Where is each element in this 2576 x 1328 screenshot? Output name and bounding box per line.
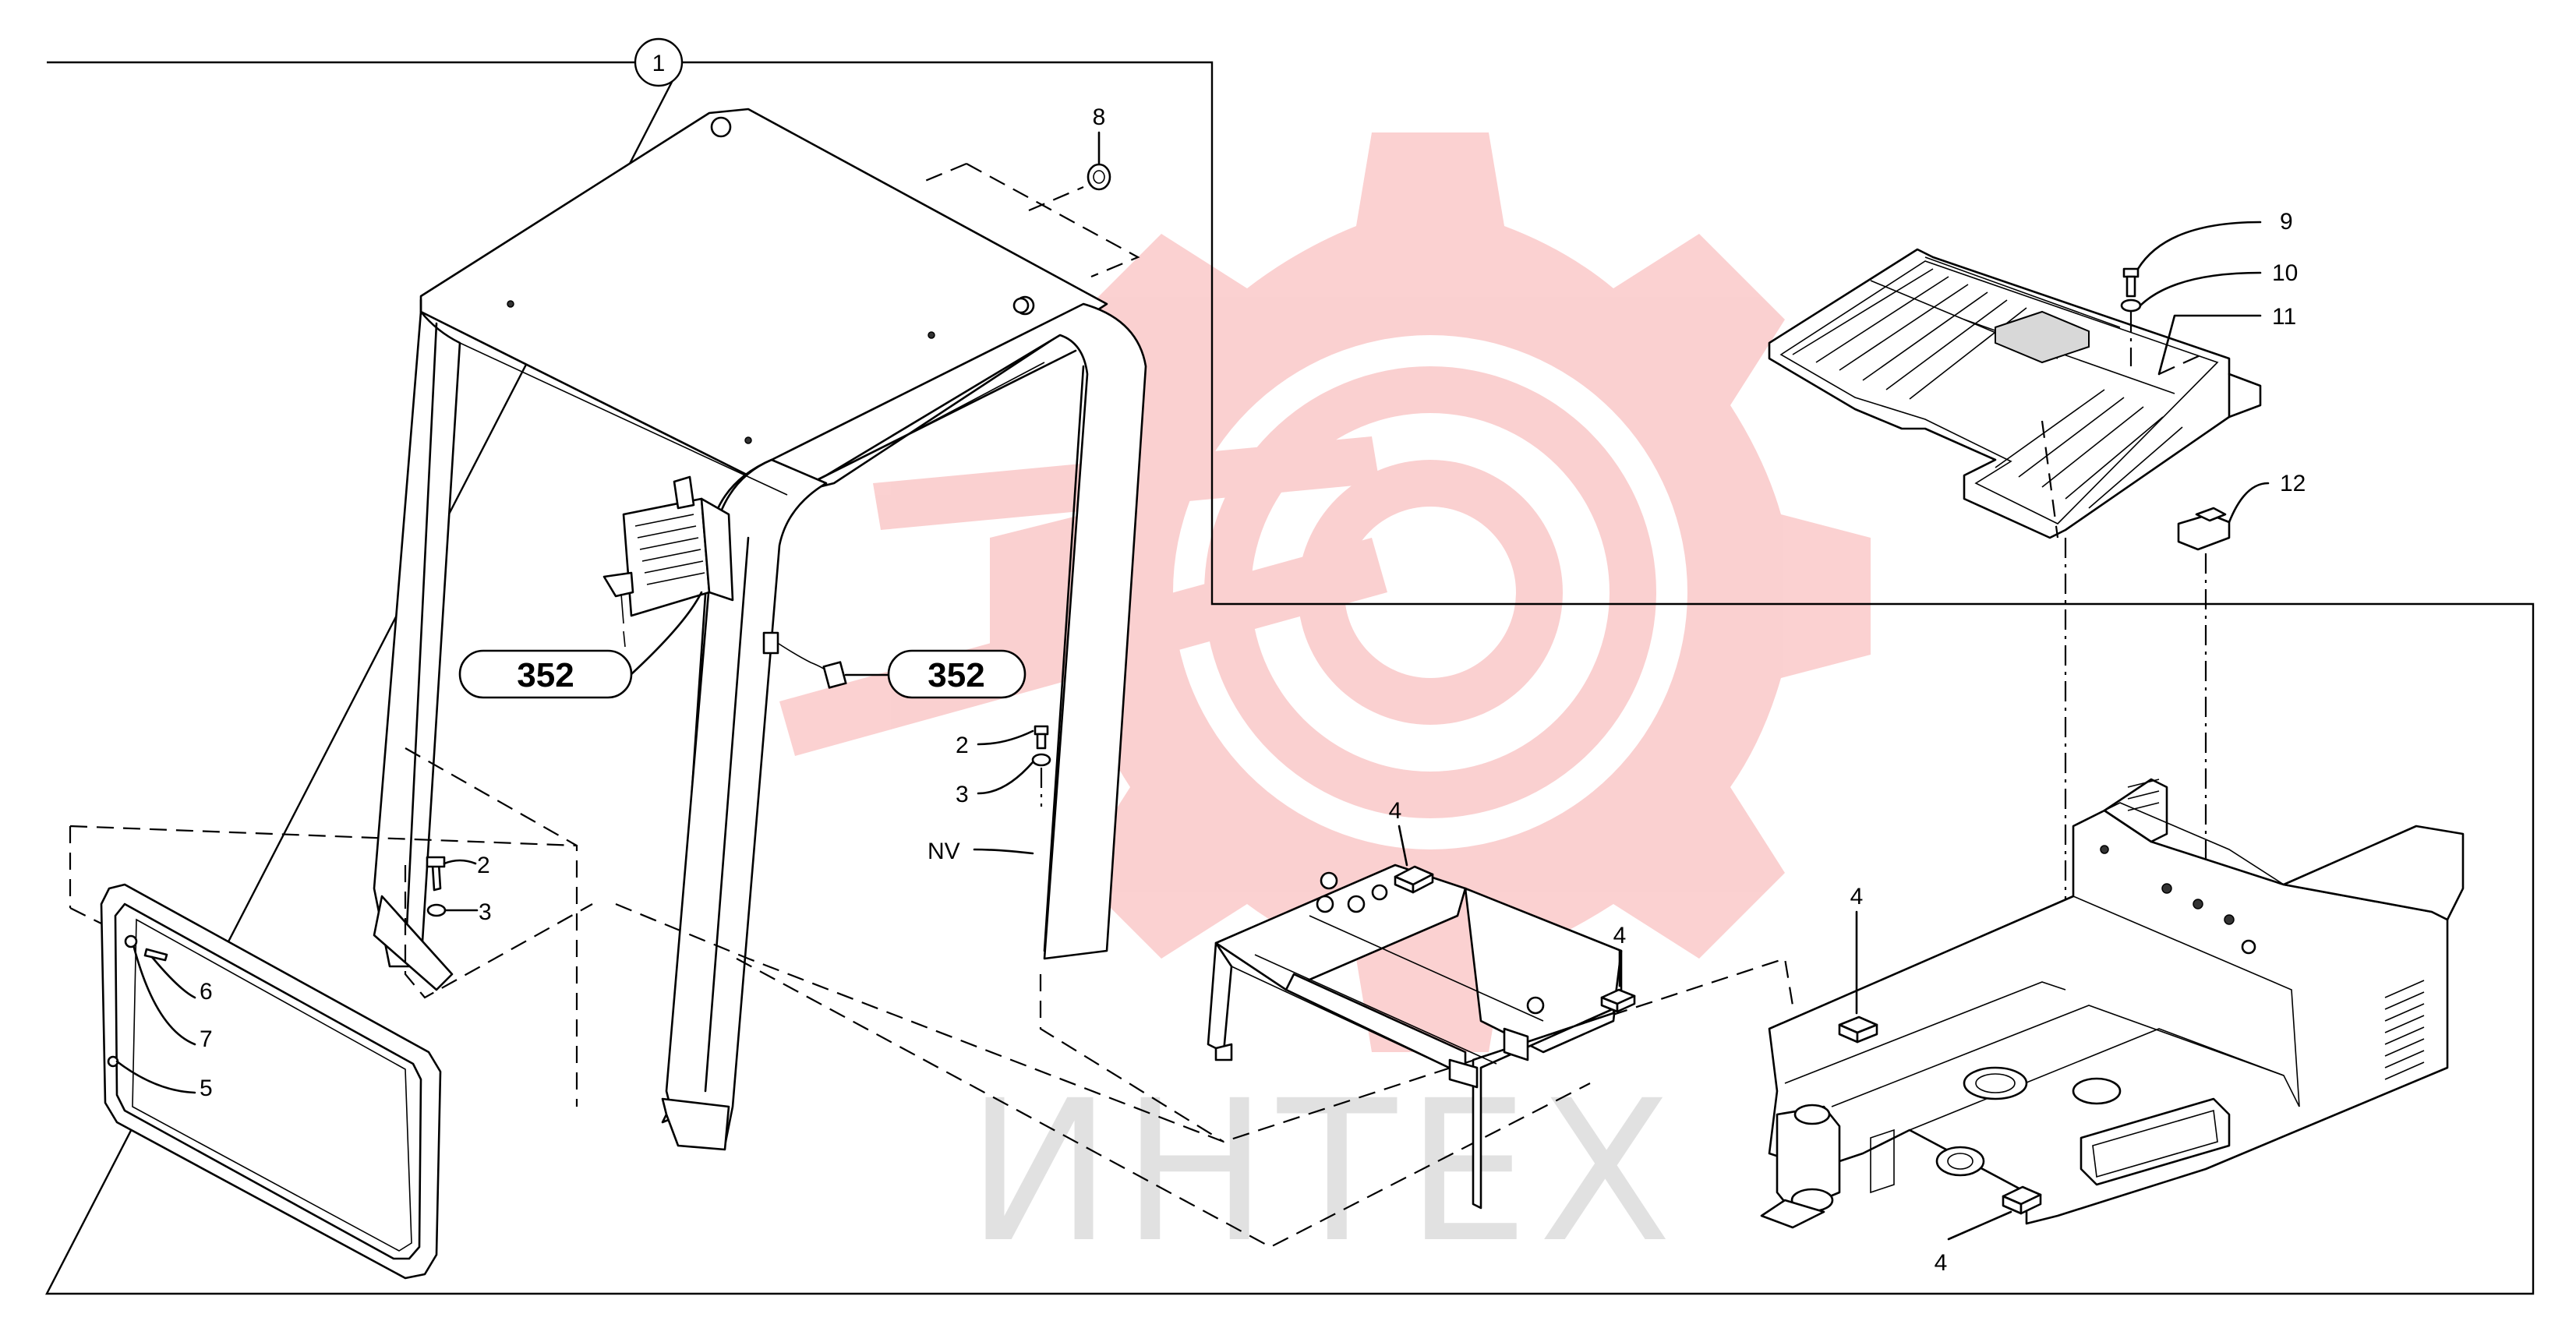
floor-plate bbox=[1768, 248, 2262, 539]
reference-badge-352-right: 352 bbox=[844, 649, 1027, 699]
svg-text:352: 352 bbox=[928, 656, 984, 694]
canopy-frame bbox=[373, 108, 1147, 1151]
bolt-washer-right: 2 3 NV bbox=[928, 725, 1051, 864]
callout-8: 8 bbox=[1093, 104, 1106, 130]
group-1-label: 1 bbox=[652, 51, 666, 76]
group-1-frame bbox=[45, 61, 2535, 1295]
callout-4-d: 4 bbox=[1935, 1250, 1948, 1276]
pad-item-4-a: 4 bbox=[1389, 798, 1434, 894]
callout-2-right: 2 bbox=[956, 733, 969, 758]
bolt-item-9: 9 bbox=[2122, 209, 2293, 298]
callout-2-left: 2 bbox=[477, 853, 490, 878]
seat-mount-frame bbox=[1207, 864, 1623, 1210]
floor-callout-11: 11 bbox=[2157, 304, 2296, 376]
callout-4-c: 4 bbox=[1850, 884, 1864, 909]
wiring-connector bbox=[762, 631, 847, 689]
callout-5: 5 bbox=[200, 1075, 213, 1101]
floor-projection bbox=[2041, 353, 2203, 539]
callout-3-right: 3 bbox=[956, 782, 969, 807]
callout-6: 6 bbox=[200, 979, 213, 1005]
callout-nv: NV bbox=[928, 839, 960, 864]
pad-item-4-c: 4 bbox=[1838, 884, 1878, 1044]
callout-4-a: 4 bbox=[1389, 798, 1402, 824]
watermark-text: ИНТЕХ bbox=[966, 1058, 1681, 1285]
grommet-item-8: 8 bbox=[919, 104, 1140, 278]
callout-4-b: 4 bbox=[1613, 923, 1627, 948]
upper-frame-chassis bbox=[1760, 778, 2465, 1229]
mounting-projection-2 bbox=[736, 958, 1591, 1249]
callout-12: 12 bbox=[2280, 471, 2306, 496]
callout-3-left: 3 bbox=[479, 899, 492, 925]
washer-item-10: 10 bbox=[2120, 260, 2298, 313]
callout-7: 7 bbox=[200, 1026, 213, 1052]
work-light bbox=[602, 475, 734, 648]
bolt-washer-left: 2 3 bbox=[404, 747, 593, 1107]
svg-text:352: 352 bbox=[517, 656, 574, 694]
callout-9: 9 bbox=[2280, 209, 2293, 235]
mounting-projection-3 bbox=[1039, 974, 1224, 1143]
callout-10: 10 bbox=[2272, 260, 2298, 286]
group-1-circle bbox=[634, 37, 684, 87]
clip-item-12: 12 bbox=[2177, 471, 2306, 551]
window-gasket: 6 7 5 bbox=[69, 825, 578, 1280]
pad-item-4-d: 4 bbox=[1935, 1185, 2042, 1276]
reference-badge-352-left: 352 bbox=[458, 591, 703, 699]
callout-11: 11 bbox=[2272, 304, 2296, 330]
pad-item-4-b: 4 bbox=[1600, 923, 1636, 1013]
